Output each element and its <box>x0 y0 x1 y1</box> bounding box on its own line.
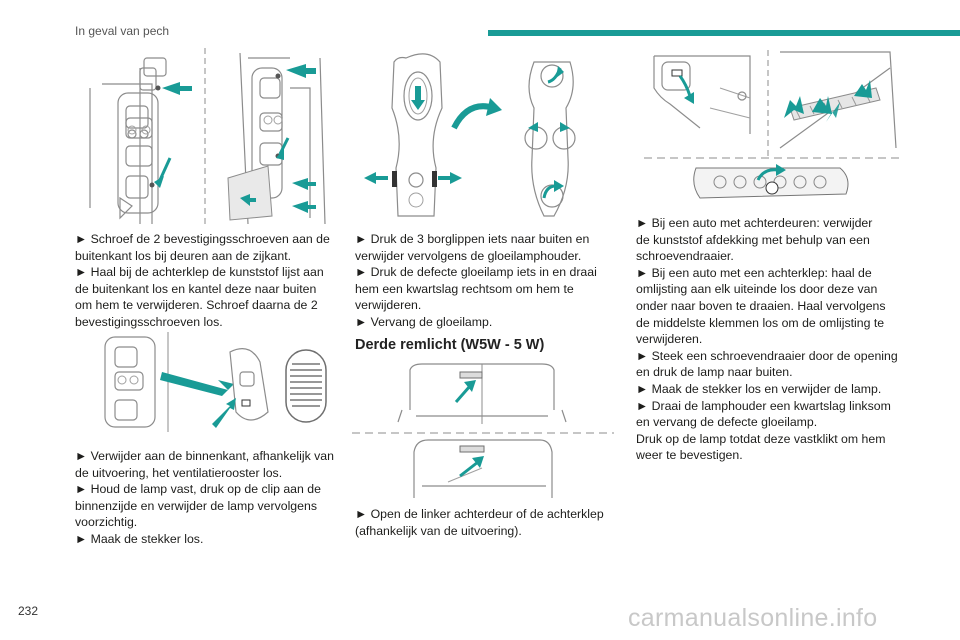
text-line: ► Druk de 3 borglippen iets naar buiten … <box>355 232 590 246</box>
text-line: verwijder vervolgens de gloeilamphouder. <box>355 248 582 263</box>
instructions-block-2: ► Verwijder aan de binnenkant, afhankeli… <box>75 448 345 548</box>
text-line: ► Houd de lamp vast, druk op de clip aan… <box>75 482 321 497</box>
figure-third-brake-light <box>352 362 614 502</box>
page-number: 232 <box>18 604 39 618</box>
text-line: ► Druk de defecte gloeilamp iets in en d… <box>355 265 597 280</box>
text-line: ► Maak de stekker los. <box>75 531 204 546</box>
figure-tail-lamp-screws <box>80 48 340 226</box>
text-line: buitenkant los bij deuren aan de zijkant… <box>75 248 292 263</box>
text-line: de kunststof afdekking met behulp van ee… <box>636 232 870 247</box>
text-line: ► Schroef de 2 bevestigingsschroeven aan… <box>75 232 330 246</box>
text-line: schroevendraaier. <box>636 249 734 264</box>
text-line: ► Haal bij de achterklep de kunststof li… <box>75 265 324 280</box>
section-heading: Derde remlicht (W5W - 5 W) <box>355 337 545 353</box>
text-line: verwijderen. <box>636 332 703 347</box>
instructions-block-1: ► Schroef de 2 bevestigingsschroeven aan… <box>75 231 345 331</box>
text-line: ► Bij een auto met achterdeuren: verwijd… <box>636 216 873 230</box>
text-line: de buitenkant los en kantel deze naar bu… <box>75 281 317 296</box>
text-line: ► Vervang de gloeilamp. <box>355 314 493 329</box>
figure-ventilation-grille <box>100 332 340 432</box>
text-line: omlijsting aan elk uiteinde los door dez… <box>636 282 878 297</box>
text-line: hem een kwartslag rechtsom om hem te <box>355 281 574 296</box>
watermark: carmanualsonline.info <box>628 604 878 632</box>
section-title: In geval van pech <box>75 24 170 38</box>
text-line: en vervang de defecte gloeilamp. <box>636 415 818 430</box>
text-line: verwijderen. <box>355 298 422 313</box>
text-line: weer te bevestigen. <box>636 448 743 463</box>
figure-brake-light-removal <box>640 48 902 206</box>
text-line: ► Verwijder aan de binnenkant, afhankeli… <box>75 449 334 463</box>
instructions-block-4: ► Open de linker achterdeur of de achter… <box>355 506 625 539</box>
text-line: en druk de lamp naar buiten. <box>636 365 793 380</box>
header-accent-bar <box>488 30 960 36</box>
text-line: de middelste klemmen los om de omlijstin… <box>636 315 885 330</box>
text-line: ► Maak de stekker los en verwijder de la… <box>636 381 882 396</box>
text-line: onder naar boven te draaien. Haal vervol… <box>636 298 886 313</box>
text-line: om hem te verwijderen. Schroef daarna de… <box>75 298 318 313</box>
text-line: ► Draai de lamphouder een kwartslag link… <box>636 398 891 413</box>
instructions-block-5: ► Bij een auto met achterdeuren: verwijd… <box>636 215 906 464</box>
text-line: ► Open de linker achterdeur of de achter… <box>355 507 604 521</box>
text-line: binnenzijde en verwijder de lamp vervolg… <box>75 498 317 513</box>
figure-bulb-holder <box>358 48 603 223</box>
text-line: bevestigingsschroeven los. <box>75 314 223 329</box>
text-line: Druk op de lamp totdat deze vastklikt om… <box>636 431 886 446</box>
text-line: de uitvoering, het ventilatierooster los… <box>75 465 283 480</box>
text-line: voorzichtig. <box>75 515 138 530</box>
text-line: ► Bij een auto met een achterklep: haal … <box>636 265 872 280</box>
text-line: (afhankelijk van de uitvoering). <box>355 523 522 538</box>
text-line: ► Steek een schroevendraaier door de ope… <box>636 348 898 363</box>
instructions-block-3: ► Druk de 3 borglippen iets naar buiten … <box>355 231 625 331</box>
